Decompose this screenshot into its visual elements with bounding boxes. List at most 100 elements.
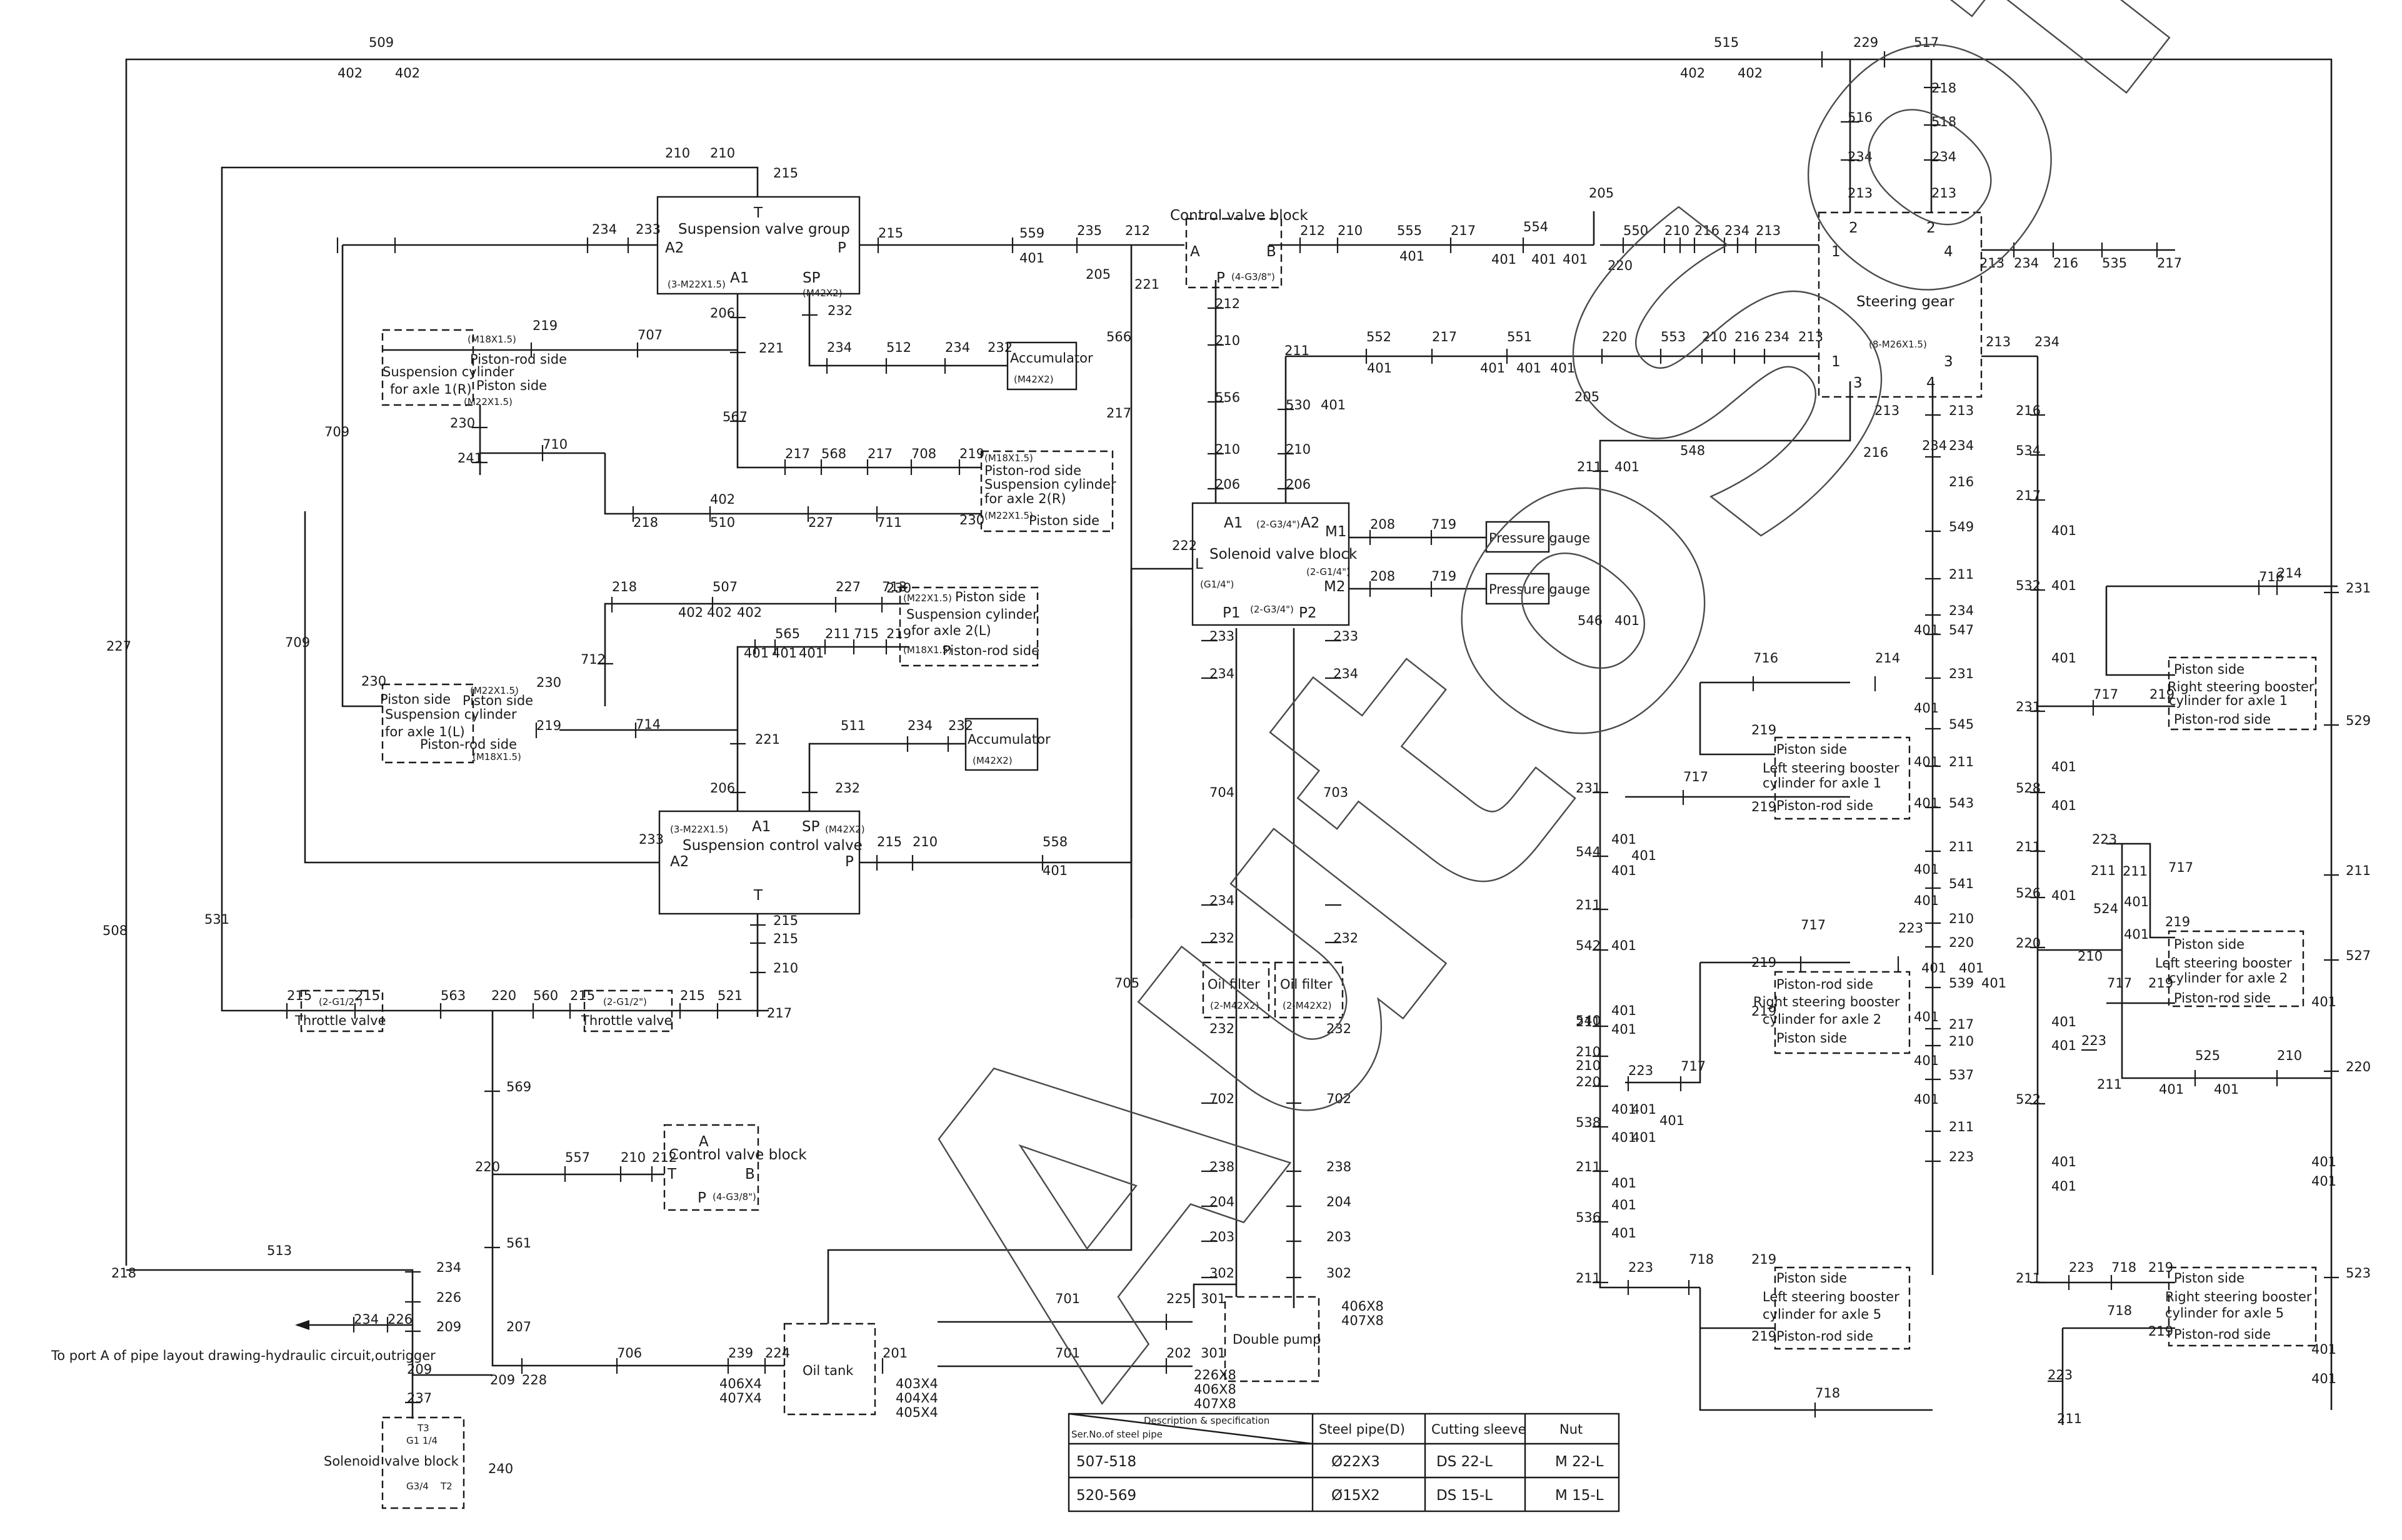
port-3: 3	[1853, 375, 1863, 391]
pipe-number-label: 234	[2014, 256, 2039, 271]
pipe-number-label: 219	[2165, 914, 2190, 929]
pipe-number-label: 230	[959, 512, 984, 528]
booster-line-c: cylinder for axle 1	[2169, 693, 2288, 708]
booster-line-d: Piston-rod side	[1776, 1329, 1873, 1344]
pipe-number-label: 716	[2259, 569, 2284, 584]
pipe-number-label: 211	[2346, 863, 2371, 878]
suspension-cylinder-axle-2-l: (M22X1.5) Piston side Suspension cylinde…	[899, 586, 1039, 667]
pipe-number-label: 205	[1086, 267, 1111, 282]
pressure-gauge-label: Pressure gauge	[1489, 531, 1590, 546]
pipe-number-label: 212	[1215, 296, 1240, 311]
pipe-number-label: 213	[1949, 403, 1974, 418]
piston-side: Piston side	[955, 589, 1026, 604]
pipe-number-label: 708	[911, 446, 936, 461]
booster-line-a: Piston side	[2174, 937, 2244, 952]
cylinder-title: Suspension cylinder	[984, 477, 1116, 492]
throttle-valve-2: (2-G1/2") Throttle valve	[581, 989, 673, 1032]
pipe-number-label: 220	[1602, 329, 1627, 344]
port-b: B	[745, 1166, 755, 1182]
pipe-number-label: 507	[713, 579, 738, 594]
booster-line-c: cylinder for axle 2	[1763, 1012, 1881, 1027]
control-valve-block-top: Control valve block A B P (4-G3/8")	[1170, 208, 1308, 289]
booster-left-axle-2: Piston side Left steering booster cylind…	[2155, 930, 2304, 1008]
pipe-number-label: 208	[1370, 569, 1395, 584]
pipe-number-label: 401	[1611, 1102, 1636, 1117]
piston-side: Piston side	[380, 692, 451, 707]
pipe-number-label: 230	[450, 416, 475, 431]
pipe-number-label: 218	[1931, 81, 1956, 96]
pipe-number-label: 206	[710, 781, 735, 796]
pipe-number-label: 220	[491, 988, 516, 1003]
pipe-number-label: 401	[1550, 361, 1575, 376]
pipe-number-label: 211	[1949, 567, 1974, 582]
pipe-number-label: 406X8	[1341, 1299, 1384, 1314]
pipe-number-label: 219	[2148, 976, 2173, 991]
control-valve-block-mid: Control valve block A T B P (4-G3/8")	[663, 1124, 807, 1211]
pipe-number-label: 401	[1659, 1113, 1684, 1128]
pipe-number-label: 211	[1576, 1159, 1601, 1174]
pipe-number-label: 206	[1286, 477, 1311, 492]
pipe-number-label: 210	[1215, 442, 1240, 457]
pipe-number-label: 215	[878, 226, 903, 241]
pipe-number-label: 215	[287, 988, 312, 1003]
port-p1: P1	[1223, 605, 1241, 621]
pipe-number-label: 401	[2311, 1154, 2336, 1169]
pipe-number-label: 522	[2016, 1092, 2041, 1107]
pipe-number-label: 401	[1516, 361, 1541, 376]
pipe-number-label: 223	[1628, 1063, 1653, 1078]
spec: (M22X1.5)	[903, 592, 952, 604]
pipe-number-label: 512	[886, 340, 911, 355]
pipe-number-label: 223	[1949, 1149, 1974, 1164]
pipe-number-label: 401	[1563, 252, 1588, 267]
pipe-number-label: 234	[1209, 893, 1234, 908]
pipe-number-label: 223	[2069, 1260, 2094, 1275]
pipe-number-label: 203	[1326, 1229, 1351, 1244]
pipe-number-label: 238	[1209, 1159, 1234, 1174]
pipe-number-label: 220	[1576, 1074, 1601, 1089]
pipe-number-label: 210	[710, 146, 735, 161]
booster-line-c: cylinder for axle 5	[2165, 1306, 2284, 1321]
pipe-number-label: 713	[882, 579, 907, 594]
pipe-number-label: 231	[2016, 699, 2041, 714]
pipe-number-label: 220	[1608, 258, 1633, 273]
pipe-number-label: 215	[773, 931, 798, 946]
pipe-number-label: 221	[755, 732, 780, 747]
pipe-number-label: 707	[638, 328, 663, 342]
pipe-number-label: 214	[1875, 651, 1900, 666]
pipe-number-label: 301	[1201, 1291, 1226, 1306]
cylinder-title: Suspension cylinder	[385, 707, 517, 722]
pipe-number-label: 217	[1949, 1017, 1974, 1032]
pipe-number-label: 216	[1734, 329, 1759, 344]
table-cell: M 22-L	[1555, 1454, 1604, 1470]
pipe-number-label: 406X8	[1194, 1382, 1236, 1397]
pipe-number-label: 209	[436, 1319, 461, 1334]
pipe-number-label: 233	[636, 222, 661, 237]
pipe-number-label: 719	[1431, 569, 1456, 584]
accumulator-title: Accumulator	[1010, 351, 1093, 366]
pipe-number-label: 227	[836, 579, 861, 594]
port-g1: G1 1/4	[406, 1435, 438, 1446]
pipe-number-label: 233	[1333, 629, 1358, 644]
cylinder-axle: for axle 1(R)	[390, 382, 472, 397]
pipe-number-label: 402	[678, 605, 703, 620]
pipe-number-label: 219	[536, 718, 561, 733]
port-t2: T2	[440, 1481, 453, 1492]
table-header-nut: Nut	[1559, 1422, 1583, 1437]
pipe-number-label: 401	[1914, 796, 1939, 811]
pipe-number-label: 226	[436, 1290, 461, 1305]
port-a1: A1	[752, 819, 771, 835]
pipe-number-label: 206	[710, 306, 735, 321]
pipe-number-label: 521	[718, 988, 743, 1003]
spec: (M18X1.5)	[984, 452, 1033, 464]
pipe-number-label: 201	[883, 1346, 908, 1361]
port-t: T	[753, 888, 763, 904]
pipe-number-label: 565	[775, 626, 800, 641]
booster-line-b: Right steering booster	[2165, 1289, 2312, 1304]
pipe-number-label: 226	[388, 1312, 413, 1327]
pipe-number-label: 558	[1043, 834, 1068, 849]
pipe-number-label: 401	[2124, 894, 2149, 909]
port-sp: SP	[802, 819, 820, 835]
pipe-number-label: 213	[1798, 329, 1823, 344]
pipe-number-label: 401	[2311, 1174, 2336, 1189]
